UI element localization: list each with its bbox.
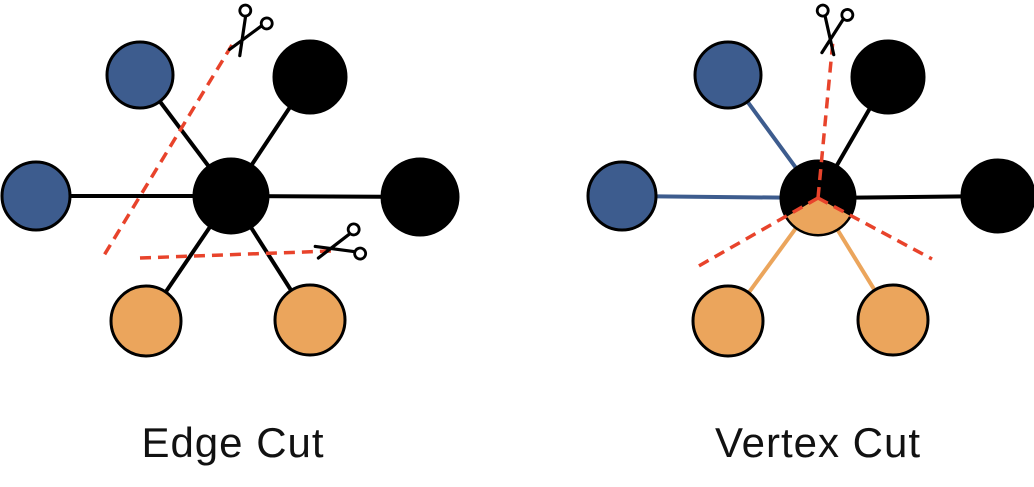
scissors-blade bbox=[238, 15, 248, 58]
scissors-handle bbox=[840, 8, 855, 22]
scissors-blade bbox=[316, 232, 351, 260]
vertex-cut-node-left bbox=[586, 160, 658, 232]
edge-cut-cut-0 bbox=[101, 44, 234, 258]
vertex-cut-cut-0 bbox=[816, 39, 835, 199]
scissors-handle bbox=[353, 246, 368, 261]
vertex-cut-scissors-icon-0 bbox=[815, 3, 855, 57]
scissors-blade bbox=[823, 15, 836, 57]
edge-cut-diagram bbox=[0, 3, 460, 358]
edge-cut-scissors-icon-0 bbox=[227, 3, 274, 58]
scissors-blade bbox=[820, 18, 845, 55]
scissors-blade bbox=[313, 244, 356, 254]
vertex-cut-node-bottom-right bbox=[856, 283, 930, 357]
vertex-cut-diagram bbox=[586, 3, 1034, 358]
scissors-handle bbox=[259, 16, 274, 31]
vertex-cut-cut-2 bbox=[817, 196, 933, 261]
edge-cut-scissors-icon-1 bbox=[313, 222, 368, 261]
edge-cut-center-node bbox=[192, 157, 270, 235]
edge-cut-node-top-right bbox=[272, 39, 348, 115]
scissors-handle bbox=[238, 3, 253, 18]
scissors-handle bbox=[346, 222, 361, 237]
vertex-cut-label: Vertex Cut bbox=[714, 419, 922, 466]
vertex-cut-cut-1 bbox=[696, 196, 819, 269]
edge-cut-node-bottom-left bbox=[109, 284, 183, 358]
edge-cut-node-left bbox=[0, 160, 72, 232]
vertex-cut-node-bottom-left bbox=[691, 284, 765, 358]
edge-cut-node-top-left bbox=[105, 40, 175, 110]
vertex-cut-node-top-right bbox=[850, 39, 926, 115]
scissors-handle bbox=[815, 3, 830, 18]
edge-cut-node-bottom-right bbox=[273, 283, 347, 357]
edge-cut-cut-1 bbox=[139, 249, 332, 260]
scissors-blade bbox=[227, 24, 263, 52]
edge-cut-label: Edge Cut bbox=[141, 419, 325, 466]
vertex-cut-node-right bbox=[960, 158, 1034, 234]
edge-cut-node-right bbox=[380, 157, 460, 237]
vertex-cut-node-top-left bbox=[693, 40, 763, 110]
